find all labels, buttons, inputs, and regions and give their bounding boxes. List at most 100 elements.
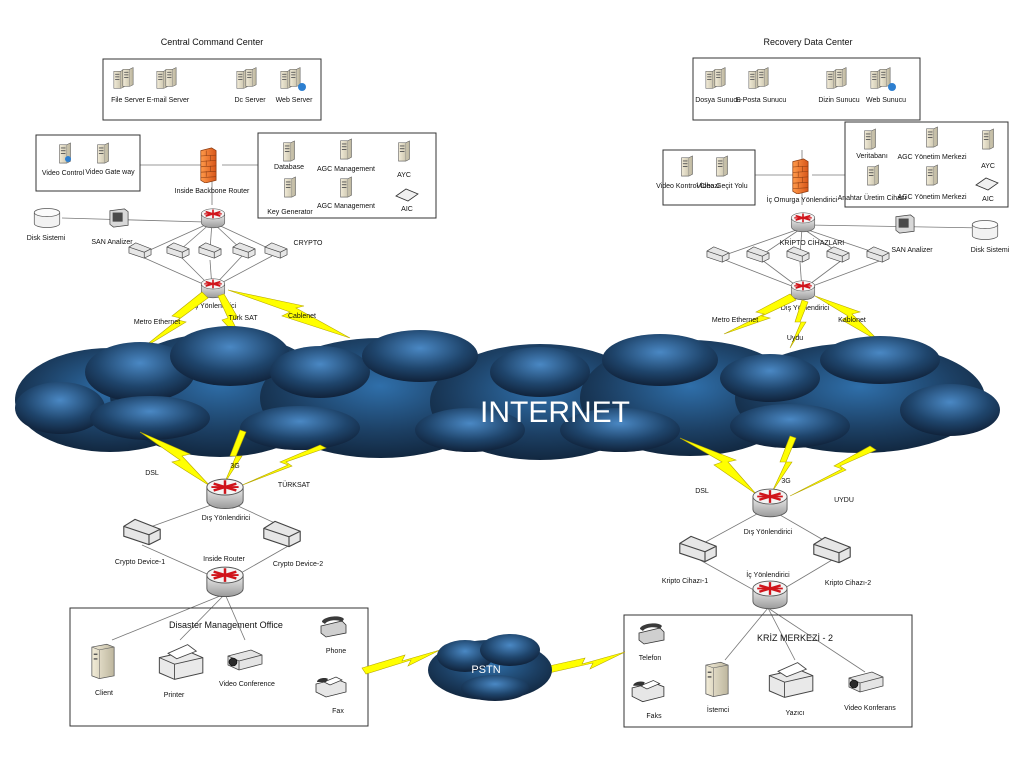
- veritabani-icon: [864, 128, 876, 150]
- left-crypto-device-1-label: Crypto Device-1: [115, 559, 165, 566]
- right-video-box: [662, 149, 756, 206]
- dizin-server-icon: [826, 67, 847, 89]
- aic-right-icon: [975, 177, 999, 191]
- right-video-devices: Video Kontrol Cihazı Video Geçit Yolu: [656, 155, 748, 190]
- left-firewall-icon: [200, 147, 217, 183]
- left-server-label-3: Dc Server: [234, 97, 266, 104]
- email-server-icon: [156, 67, 177, 89]
- left-disk-label: Disk Sistemi: [27, 235, 66, 242]
- right-video-label-1: Video Kontrol Cihazı: [656, 183, 720, 190]
- pstn-label: PSTN: [471, 664, 500, 676]
- right-office-device-4: Yazıcı: [786, 710, 805, 717]
- right-server-label-2: E-Posta Sunucu: [736, 97, 787, 104]
- left-office-device-5: Fax: [332, 708, 344, 715]
- fax-icon: [315, 676, 347, 698]
- lightning-icon: [789, 445, 877, 497]
- agc-management-2-icon: [340, 176, 352, 198]
- left-servers: File Server E-mail Server Dc Server Web …: [111, 67, 313, 104]
- right-disk-icon: [971, 220, 999, 240]
- right-mgmt-devices: Veritabanı AGC Yönetim Merkezi AYC Anaht…: [838, 126, 999, 203]
- right-san-label: SAN Analizer: [891, 247, 933, 254]
- video-control-icon: [59, 142, 71, 164]
- left-san-label: SAN Analizer: [91, 239, 133, 246]
- lightning-icon: [723, 293, 797, 335]
- left-crypto-devices: [128, 242, 288, 259]
- left-video-label-1: Video Control: [42, 170, 85, 177]
- right-mgmt-label-1: Veritabanı: [856, 153, 888, 160]
- left-link-top-1: Metro Ethernet: [134, 319, 180, 326]
- right-link-bottom-3: UYDU: [834, 497, 854, 504]
- left-bottom-router-label: Dış Yönlendirici: [202, 515, 251, 522]
- right-server-label-1: Dosya Sunucu: [695, 97, 741, 104]
- left-outer-router-label: Dış Yönlendirici: [188, 303, 237, 310]
- lightning-icon: [771, 435, 797, 493]
- left-mgmt-label-2: AGC Management: [317, 166, 375, 173]
- crypto-device-icon: [264, 242, 288, 259]
- left-mgmt-label-1: Database: [274, 164, 304, 171]
- right-server-label-3: Dizin Sunucu: [818, 97, 859, 104]
- right-crypto-label: KRİPTO CİHAZLARI: [780, 238, 844, 247]
- crypto-device-icon: [866, 246, 890, 263]
- right-mgmt-label-2: AGC Yönetim Merkezi: [897, 154, 967, 161]
- wan-links-bottom: [139, 429, 877, 497]
- right-san-analyzer-icon: [895, 214, 915, 234]
- right-crypto-device-2-label: Kripto Cihazı-2: [825, 580, 871, 587]
- left-office-title: Disaster Management Office: [169, 620, 283, 630]
- ayc-right-icon: [982, 128, 994, 150]
- pstn-link-right: [539, 651, 626, 675]
- lightning-icon: [789, 299, 809, 349]
- left-video-devices: Video Control Video Gate way: [42, 142, 135, 177]
- client-icon: [91, 643, 115, 680]
- left-office-device-2: Printer: [164, 692, 185, 699]
- database-icon: [283, 140, 295, 162]
- pstn-link-left: [361, 649, 441, 675]
- left-crypto-device-2-icon: [263, 520, 301, 548]
- agc-yonetim-icon: [926, 126, 938, 148]
- right-video-label-2: Video Geçit Yolu: [696, 183, 747, 190]
- key-generator-icon: [284, 176, 296, 198]
- right-office-box: [623, 614, 913, 728]
- right-servers: Dosya Sunucu E-Posta Sunucu Dizin Sunucu…: [695, 67, 906, 104]
- right-office-device-5: Video Konferans: [844, 705, 896, 712]
- internet-cloud: [15, 326, 1000, 460]
- wan-links-top: [139, 289, 881, 351]
- left-mgmt-devices: Database AGC Management AYC Key Generato…: [267, 138, 419, 216]
- right-link-top-2: Uydu: [787, 335, 803, 342]
- left-link-top-3: Cablenet: [288, 313, 316, 320]
- right-crypto-device-1-icon: [679, 535, 717, 563]
- left-server-box: [102, 58, 322, 121]
- crypto-device-icon: [826, 246, 850, 263]
- agc-management-icon: [340, 138, 352, 160]
- left-link-top-2: Türk SAT: [228, 315, 258, 322]
- pstn-cloud: [428, 634, 552, 701]
- left-disk-icon: [33, 208, 61, 228]
- lightning-icon: [239, 444, 327, 487]
- left-mgmt-label-3: AYC: [397, 172, 411, 179]
- file-server-icon: [113, 67, 134, 89]
- right-office-device-2: Faks: [646, 713, 662, 720]
- left-mgmt-label-5: AGC Management: [317, 203, 375, 210]
- right-crypto-device-1-label: Kripto Cihazı-1: [662, 578, 708, 585]
- right-backbone-label: İç Omurga Yönlendirici: [767, 195, 838, 204]
- left-crypto-device-1-icon: [123, 518, 161, 546]
- left-crypto-device-2-label: Crypto Device-2: [273, 561, 323, 568]
- video-conference-icon: [227, 649, 263, 671]
- left-video-label-2: Video Gate way: [85, 169, 135, 176]
- right-link-top-1: Metro Ethernet: [712, 317, 758, 324]
- crypto-device-icon: [706, 246, 730, 263]
- right-inside-router-label: İç Yönlendirici: [746, 570, 790, 579]
- right-inside-router-icon: [751, 580, 789, 611]
- left-link-bottom-2: 3G: [230, 463, 239, 470]
- right-disk-label: Disk Sistemi: [971, 247, 1010, 254]
- telefon-icon: [638, 622, 665, 645]
- right-mgmt-box: [844, 121, 1009, 208]
- left-server-label-2: E-mail Server: [147, 97, 190, 104]
- right-mgmt-label-4: Anahtar Üretim Cihazı: [838, 194, 907, 202]
- left-center-title: Central Command Center: [161, 37, 264, 47]
- right-bottom-router-label: Dış Yönlendirici: [744, 529, 793, 536]
- video-gateway-icon: [97, 142, 109, 164]
- dosya-server-icon: [705, 67, 726, 89]
- web-server-icon: [280, 67, 306, 91]
- left-backbone-label: Inside Backbone Router: [175, 188, 250, 195]
